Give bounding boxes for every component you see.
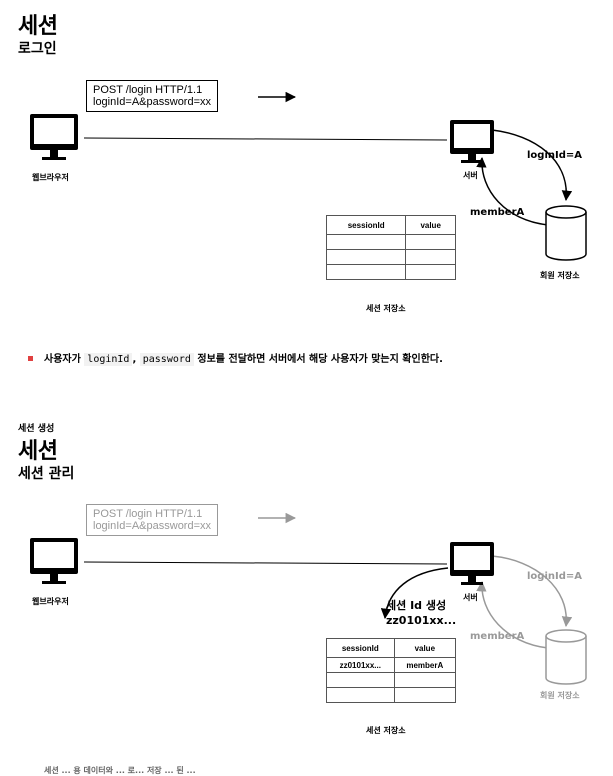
http-request-box: POST /login HTTP/1.1 loginId=A&password=…: [86, 504, 219, 536]
table-row: [326, 672, 457, 688]
column-header: sessionId: [326, 638, 395, 658]
column-header: sessionId: [325, 215, 407, 235]
session-store-table: sessionId value: [325, 215, 456, 280]
member-arrow: [476, 580, 549, 649]
member-store-label: 회원 저장소: [540, 271, 580, 280]
diagram-lines-1: [30, 91, 587, 261]
member-arrow-label: memberA: [470, 631, 525, 642]
table-row: zz0101xx...memberA: [326, 657, 457, 673]
table-cell: [393, 672, 457, 688]
session-store-table: sessionId value zz0101xx...memberA: [326, 638, 457, 703]
login-arrow: [491, 555, 573, 628]
browser-label: 웹브라우저: [32, 597, 69, 606]
request-line: POST /login HTTP/1.1: [93, 508, 203, 520]
member-arrow: [476, 156, 549, 226]
server-label: 서버: [463, 171, 478, 180]
table-row: [325, 234, 456, 250]
login-arrow-label: loginId=A: [527, 150, 582, 161]
browser-monitor: [30, 114, 78, 160]
login-arrow-label: loginId=A: [527, 571, 582, 582]
table-row: [325, 249, 456, 265]
session-create-line2: zz0101xx...: [386, 614, 457, 627]
connection-line: [83, 561, 448, 565]
member-store-cylinder: [545, 205, 587, 261]
table-cell: [325, 264, 407, 280]
server-label: 서버: [463, 593, 478, 602]
cut-off-text: 세션 ... 용 데이터와 ... 로... 저장 ... 된 ...: [44, 766, 196, 775]
table-cell: [405, 249, 456, 265]
member-store-label: 회원 저장소: [540, 691, 580, 700]
member-store-cylinder: [545, 629, 587, 685]
session-create-line1: 세션 Id 생성: [386, 599, 447, 612]
page-subtitle: 세션 관리: [18, 466, 75, 482]
page-title: 세션: [18, 439, 58, 464]
http-request-box: POST /login HTTP/1.1 loginId=A&password=…: [86, 80, 219, 112]
table-cell: [326, 687, 395, 703]
table-cell: memberA: [393, 657, 457, 673]
table-row: [325, 264, 456, 280]
page-title: 세션: [18, 14, 58, 39]
table-row: [326, 687, 457, 703]
bullet-suffix: 정보를 전달하면 서버에서 해당 사용자가 맞는지 확인한다.: [197, 354, 443, 365]
bullet-comma: ,: [132, 354, 137, 365]
code-password: password: [139, 353, 194, 366]
bullet-prefix: 사용자가: [44, 354, 81, 365]
table-cell: [326, 672, 395, 688]
table-header-row: sessionId value: [325, 215, 456, 235]
server-monitor: [450, 120, 494, 163]
server-monitor: [450, 542, 494, 585]
request-line: POST /login HTTP/1.1: [93, 84, 203, 96]
browser-label: 웹브라우저: [32, 173, 69, 182]
column-header: value: [405, 215, 456, 235]
login-arrow: [491, 129, 573, 202]
member-arrow-label: memberA: [470, 207, 525, 218]
request-body: loginId=A&password=xx: [93, 96, 212, 108]
table-cell: [393, 687, 457, 703]
session-store-label: 세션 저장소: [366, 726, 406, 735]
page-subtitle: 로그인: [18, 41, 57, 57]
bullet-text: 사용자가 loginId, password 정보를 전달하면 서버에서 해당 …: [44, 350, 443, 366]
session-create-label: 세션 Id 생성 zz0101xx...: [386, 598, 456, 628]
code-loginid: loginId: [84, 353, 133, 366]
diagram-lines-2: [30, 512, 587, 685]
table-cell: zz0101xx...: [326, 657, 395, 673]
request-body: loginId=A&password=xx: [93, 520, 212, 532]
table-cell: [405, 264, 456, 280]
table-cell: [325, 249, 407, 265]
table-header-row: sessionId value: [326, 638, 457, 658]
table-cell: [325, 234, 407, 250]
browser-monitor: [30, 538, 78, 584]
section-heading: 세션 생성: [18, 424, 55, 434]
session-store-label: 세션 저장소: [366, 304, 406, 313]
table-cell: [405, 234, 456, 250]
connection-line: [83, 137, 448, 141]
column-header: value: [393, 638, 457, 658]
bullet-dot: [28, 356, 33, 361]
session-create-arrow: [380, 567, 449, 620]
